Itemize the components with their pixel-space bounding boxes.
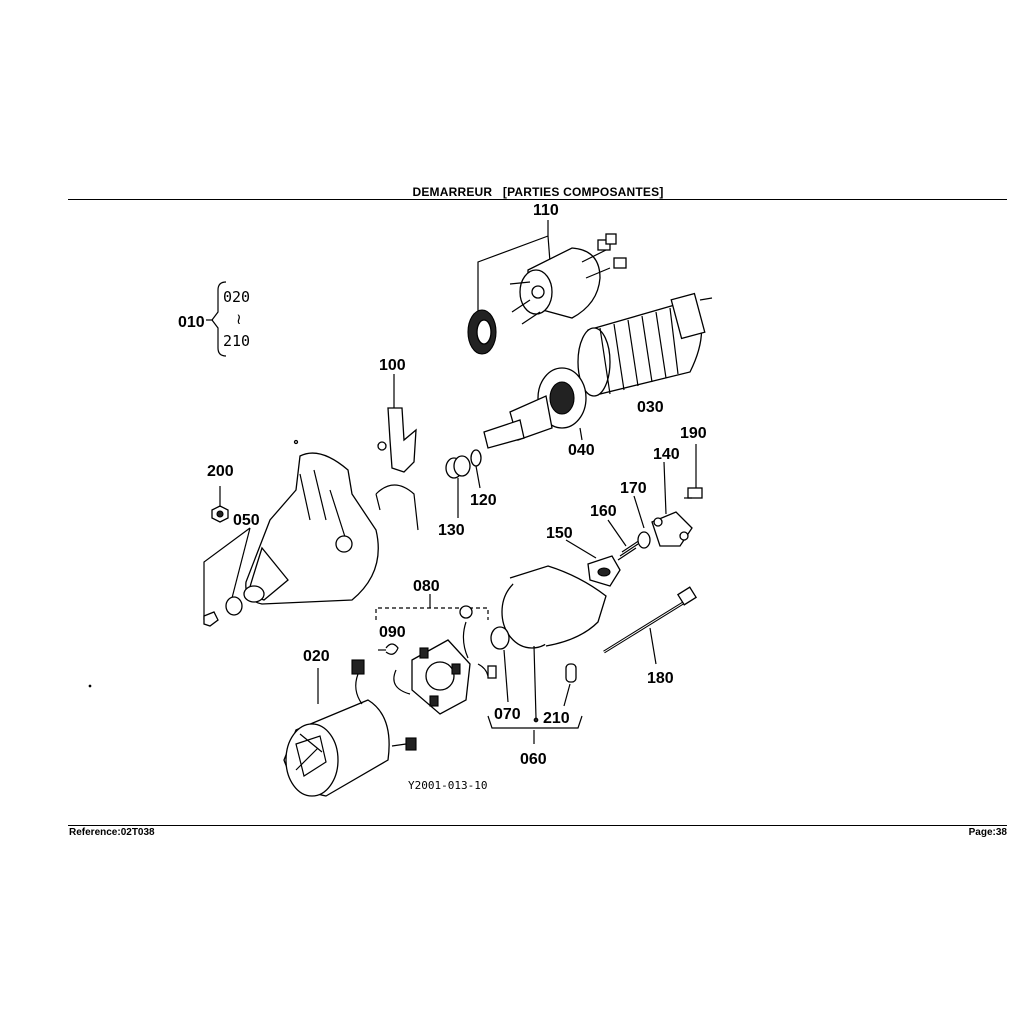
assembly-bracket bbox=[206, 281, 227, 357]
label-040: 040 bbox=[568, 442, 595, 459]
page-title: DEMARREUR [PARTIES COMPOSANTES] bbox=[412, 185, 664, 199]
drive-housing-part bbox=[243, 439, 379, 605]
screw-part bbox=[684, 444, 703, 499]
label-210: 210 bbox=[543, 710, 570, 727]
drive-lever-part bbox=[375, 374, 419, 531]
footer-reference: Reference:02T038 bbox=[69, 827, 155, 838]
spring-part bbox=[607, 519, 641, 561]
overrunning-clutch-part bbox=[483, 367, 587, 449]
label-050: 050 bbox=[233, 512, 260, 529]
label-130: 130 bbox=[438, 522, 465, 539]
brush-holder-part bbox=[375, 594, 497, 715]
label-170: 170 bbox=[620, 480, 647, 497]
range-start-label: 020 bbox=[223, 288, 250, 306]
label-160: 160 bbox=[590, 503, 617, 520]
label-030: 030 bbox=[637, 399, 664, 416]
pin-part bbox=[563, 663, 577, 707]
range-end-label: 210 bbox=[223, 332, 250, 350]
through-bolt-part bbox=[603, 586, 698, 665]
label-180: 180 bbox=[647, 670, 674, 687]
snap-ring-part bbox=[470, 449, 482, 489]
rear-end-frame-part bbox=[487, 565, 607, 744]
collar-part bbox=[445, 455, 471, 518]
label-140: 140 bbox=[653, 446, 680, 463]
washer-part bbox=[633, 495, 651, 549]
footer-page: Page:38 bbox=[968, 827, 1007, 838]
brush-spring-part bbox=[378, 643, 399, 655]
armature-part bbox=[577, 292, 713, 397]
header-divider bbox=[68, 199, 1007, 200]
label-150: 150 bbox=[546, 525, 573, 542]
range-symbol: ≀ bbox=[236, 310, 242, 328]
magnetic-switch-part bbox=[467, 220, 627, 355]
label-070: 070 bbox=[494, 706, 521, 723]
label-010: 010 bbox=[178, 314, 205, 331]
drawing-code: Y2001-013-10 bbox=[408, 779, 487, 792]
label-190: 190 bbox=[680, 425, 707, 442]
bushing-part bbox=[203, 527, 251, 627]
label-090: 090 bbox=[379, 624, 406, 641]
label-080: 080 bbox=[413, 578, 440, 595]
packing-part bbox=[565, 539, 621, 587]
label-200: 200 bbox=[207, 463, 234, 480]
yoke-part bbox=[283, 659, 417, 797]
label-020: 020 bbox=[303, 648, 330, 665]
label-120: 120 bbox=[470, 492, 497, 509]
nut-part bbox=[211, 486, 229, 523]
footer-divider bbox=[68, 825, 1007, 826]
label-110: 110 bbox=[533, 202, 559, 219]
cover-part bbox=[651, 461, 693, 547]
rear-bushing-part bbox=[490, 626, 510, 703]
label-100: 100 bbox=[379, 357, 406, 374]
label-060: 060 bbox=[520, 751, 547, 768]
